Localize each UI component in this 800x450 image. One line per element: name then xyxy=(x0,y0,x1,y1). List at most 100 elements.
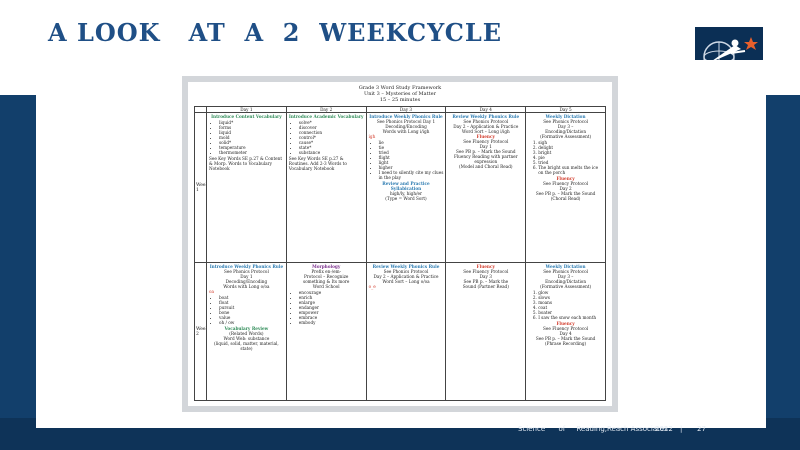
cell-heading: Review Weekly Phonics Rule xyxy=(372,264,440,269)
cell-line: Word Sort – Long o/oa xyxy=(382,279,430,284)
word-list: sigh delight bright pie tried The bright… xyxy=(534,140,603,175)
cell-line: (Formative Assessment) xyxy=(540,134,592,139)
cell-heading: Fluency xyxy=(476,264,495,269)
list-item: thermometer xyxy=(219,150,284,155)
word-list: boat float pursuit bone value oh / ow xyxy=(215,295,284,325)
list-item: liquid xyxy=(219,130,284,135)
cell-week2-day3: Review Weekly Phonics Rule See Phonics P… xyxy=(365,262,447,401)
list-item: flight xyxy=(379,155,444,160)
list-item: cause* xyxy=(299,140,364,145)
list-item: moans xyxy=(538,300,603,305)
cell-line: (Formative Assessment) xyxy=(540,284,592,289)
cell-heading: Introduce Weekly Phonics Rule xyxy=(369,114,443,119)
cell-line: Decoding/Encoding xyxy=(385,124,427,129)
cell-line: oa xyxy=(209,289,215,294)
cell-note: See Key Words SE p.27 & Routines. Add 2-… xyxy=(288,156,347,171)
cell-line: high/ly, high/er xyxy=(390,191,422,196)
list-item: sigh xyxy=(538,140,603,145)
list-item: pursuit xyxy=(219,305,284,310)
footer-page-number: 27 xyxy=(697,425,706,433)
list-item: boater xyxy=(538,310,603,315)
cell-line: See Fluency Protocol xyxy=(463,269,509,274)
cell-week2-day1: Introduce Weekly Phonics Rule See Phonic… xyxy=(206,262,287,401)
cell-line: Day 1 xyxy=(240,274,253,279)
list-item: temperature xyxy=(219,145,284,150)
cell-week2-day4: Fluency See Fluency Protocol Day 3 See P… xyxy=(445,262,527,401)
cell-line: See PB p. – Mark the Sound (Choral Read) xyxy=(535,191,596,201)
cell-line: Day 2 – Application & Practice xyxy=(373,274,439,279)
cell-heading: Fluency xyxy=(476,134,495,139)
list-item: bone xyxy=(219,310,284,315)
cell-heading: Introduce Academic Vocabulary xyxy=(288,114,364,119)
cell-line: Word Web: substance xyxy=(223,336,270,341)
list-item: boat xyxy=(219,295,284,300)
cell-line: Day 1 xyxy=(479,144,492,149)
list-item: delight xyxy=(538,145,603,150)
footer-year: 2022 xyxy=(655,425,673,433)
cell-line: Prefix en-/em- xyxy=(311,269,342,274)
cell-heading: Weekly Dictation xyxy=(545,114,586,119)
list-item: liquid* xyxy=(219,120,284,125)
table-row-week2: Week 2 Introduce Weekly Phonics Rule See… xyxy=(194,262,606,401)
cell-line: See Fluency Protocol xyxy=(543,326,589,331)
week-label: Week 1 xyxy=(194,112,207,263)
list-item: forms xyxy=(219,125,284,130)
list-item: embrace xyxy=(299,315,364,320)
cell-heading: Fluency xyxy=(556,321,575,326)
cell-line: Day 2 xyxy=(559,186,572,191)
cell-line: Day 3 – xyxy=(557,124,574,129)
cell-line: Words with Long o/oa xyxy=(223,284,270,289)
cell-heading: Introduce Content Vocabulary xyxy=(211,114,282,119)
cell-line: Decoding/Encoding xyxy=(225,279,268,284)
cell-heading: Review and Practice Syllabication xyxy=(382,181,430,191)
cell-line: Words with Long i/igh xyxy=(382,129,430,134)
list-item: glow xyxy=(538,290,603,295)
list-item: float xyxy=(219,300,284,305)
word-list: liquid* forms liquid mold solid* tempera… xyxy=(215,120,284,155)
cell-line: Day 2 – Application & Practice xyxy=(453,124,519,129)
list-item: empower xyxy=(299,310,364,315)
cell-heading: Vocabulary Review xyxy=(224,326,269,331)
list-item: pie xyxy=(538,155,603,160)
cell-week1-day4: Review Weekly Phonics Rule See Phonics P… xyxy=(445,112,527,263)
cell-line: See Phonics Protocol xyxy=(383,269,429,274)
list-item: slows xyxy=(538,295,603,300)
list-item: value xyxy=(219,315,284,320)
cell-line: igh xyxy=(368,134,376,139)
list-item: tried xyxy=(538,160,603,165)
cell-line: Fluency Reading with partner expression xyxy=(453,154,518,164)
list-item: I saw the snow each month xyxy=(538,315,603,320)
cell-heading: Morphology xyxy=(312,264,341,269)
list-item: tie xyxy=(379,145,444,150)
list-item: discover xyxy=(299,125,364,130)
list-item: control* xyxy=(299,135,364,140)
cell-line: See Phonics Protocol xyxy=(543,119,588,124)
list-item: embody xyxy=(299,320,364,325)
cell-line: Day 3 xyxy=(479,274,492,279)
cell-line: Sound (Partner Read) xyxy=(462,284,509,289)
doc-header-line: Grade 3 Word Study Framework xyxy=(358,85,442,91)
cell-line: Day 3 – xyxy=(557,274,574,279)
cell-week1-day5: Weekly Dictation See Phonics Protocol Da… xyxy=(525,112,606,263)
cell-line: See PB p. – Mark the Sound (Phrase Recor… xyxy=(535,336,596,346)
cell-week1-day2: Introduce Academic Vocabulary solve* dis… xyxy=(285,112,367,263)
cell-week1-day1: Introduce Content Vocabulary liquid* for… xyxy=(206,112,287,263)
cell-line: Day 4 xyxy=(559,331,572,336)
cell-line: (Related Words) xyxy=(229,331,264,336)
list-item: connection xyxy=(299,130,364,135)
cell-line: something & Its more xyxy=(302,279,350,284)
list-item: encourage xyxy=(299,290,364,295)
doc-header-line: 15 – 25 minutes xyxy=(379,97,421,103)
cell-line: Encoding/Dictation xyxy=(545,129,587,134)
list-item: light xyxy=(379,160,444,165)
cell-line: o_e xyxy=(368,284,376,289)
cell-note: See Key Words SE p.27 & Content & Morp. … xyxy=(209,156,282,171)
slide-title: A LOOK AT A 2 WEEKCYCLE xyxy=(48,18,503,47)
list-item: solid* xyxy=(219,140,284,145)
cell-line: See PB p. – Mark the xyxy=(463,279,509,284)
list-item: state* xyxy=(299,145,364,150)
list-item: tried xyxy=(379,150,444,155)
list-item: enrich xyxy=(299,295,364,300)
cell-line: Word Sort – Long i/igh xyxy=(461,129,510,134)
list-item: solve* xyxy=(299,120,364,125)
